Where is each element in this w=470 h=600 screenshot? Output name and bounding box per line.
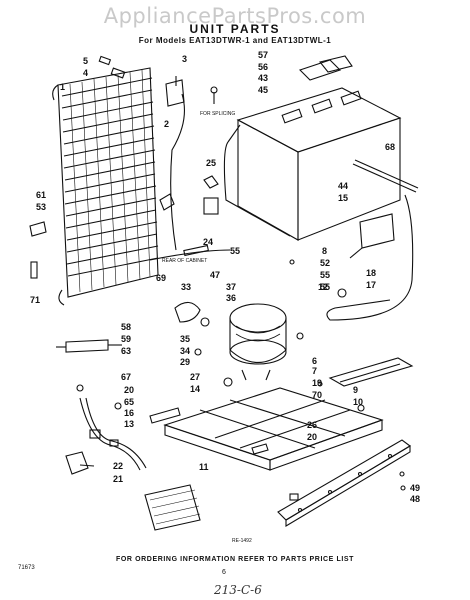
callout-65: 65 <box>124 397 134 407</box>
callout-9: 9 <box>353 385 358 395</box>
for-splicing-label: FOR SPLICING <box>200 111 235 117</box>
compressor <box>229 303 287 381</box>
callout-11: 11 <box>199 462 209 472</box>
callout-44: 44 <box>338 181 348 191</box>
callout-14: 14 <box>190 384 200 394</box>
coil-mount-hardware <box>98 55 185 251</box>
small-fasteners <box>29 86 406 501</box>
callout-35: 35 <box>180 334 190 344</box>
callout-69: 69 <box>156 273 166 283</box>
capillary-tube <box>149 244 231 261</box>
callout-5: 5 <box>83 56 88 66</box>
callout-33: 33 <box>181 282 191 292</box>
callout-18: 18 <box>366 268 376 278</box>
callout-15: 15 <box>338 193 348 203</box>
evaporator-housing <box>223 55 402 241</box>
callout-55-c: 55 <box>230 246 240 256</box>
callout-49: 49 <box>410 483 420 493</box>
mounting-rail <box>277 439 411 527</box>
callout-70: 70 <box>312 390 322 400</box>
callout-57: 57 <box>258 50 268 60</box>
filter-drier <box>56 339 122 353</box>
callout-6: 6 <box>312 356 317 366</box>
watermark: AppliancePartsPros.com <box>103 4 367 28</box>
evaporator-fan-motor <box>174 301 210 327</box>
callout-26: 26 <box>307 420 317 430</box>
callout-29: 29 <box>180 357 190 367</box>
callout-24: 24 <box>203 237 213 247</box>
callout-37: 37 <box>226 282 236 292</box>
callout-48: 48 <box>410 494 420 504</box>
callout-3: 3 <box>182 54 187 64</box>
page-number: 6 <box>222 569 226 576</box>
condensate-tray <box>328 357 414 387</box>
callout-59: 59 <box>121 334 131 344</box>
callout-22: 22 <box>113 461 123 471</box>
unit-code-label: RE-1492 <box>232 538 252 544</box>
callout-13: 13 <box>124 419 134 429</box>
callout-55-b: 55 <box>320 282 330 292</box>
document-code: 71673 <box>18 565 35 571</box>
callout-71: 71 <box>30 295 40 305</box>
callout-58: 58 <box>121 322 131 332</box>
callout-12: 12 <box>318 282 328 292</box>
callout-55: 55 <box>320 270 330 280</box>
compressor-base <box>149 387 384 471</box>
callout-67: 67 <box>121 372 131 382</box>
callout-36: 36 <box>226 293 236 303</box>
callout-45: 45 <box>258 85 268 95</box>
callout-10: 10 <box>353 397 363 407</box>
rear-of-cabinet-label: REAR OF CABINET <box>162 258 207 264</box>
power-connector <box>65 451 95 475</box>
callout-19: 19 <box>312 378 322 388</box>
ordering-footer: FOR ORDERING INFORMATION REFER TO PARTS … <box>115 556 355 563</box>
callout-4: 4 <box>83 68 88 78</box>
callout-21: 21 <box>113 474 123 484</box>
callout-53: 53 <box>36 202 46 212</box>
callout-27: 27 <box>190 372 200 382</box>
page-subtitle: For Models EAT13DTWR-1 and EAT13DTWL-1 <box>138 36 332 45</box>
relay-assembly <box>349 213 395 259</box>
callout-17: 17 <box>366 280 376 290</box>
callout-7: 7 <box>312 366 317 376</box>
callout-63: 63 <box>121 346 131 356</box>
callout-43: 43 <box>258 73 268 83</box>
callout-1: 1 <box>60 82 65 92</box>
callout-61: 61 <box>36 190 46 200</box>
callout-34: 34 <box>180 346 190 356</box>
condenser-fan-coil <box>144 484 201 531</box>
callout-16: 16 <box>124 408 134 418</box>
drain-tube <box>326 159 419 321</box>
callout-25: 25 <box>206 158 216 168</box>
page-title: UNIT PARTS <box>189 22 281 36</box>
handwritten-note: 213-C-6 <box>214 583 262 597</box>
callout-68: 68 <box>385 142 395 152</box>
callout-52: 52 <box>320 258 330 268</box>
temperature-control <box>203 175 219 215</box>
callout-2: 2 <box>164 119 169 129</box>
wire-harness <box>79 397 147 471</box>
callout-8: 8 <box>322 246 327 256</box>
callout-20: 20 <box>124 385 134 395</box>
callout-20-b: 20 <box>307 432 317 442</box>
condenser-coil <box>52 67 159 306</box>
callout-56: 56 <box>258 62 268 72</box>
callout-47: 47 <box>210 270 220 280</box>
